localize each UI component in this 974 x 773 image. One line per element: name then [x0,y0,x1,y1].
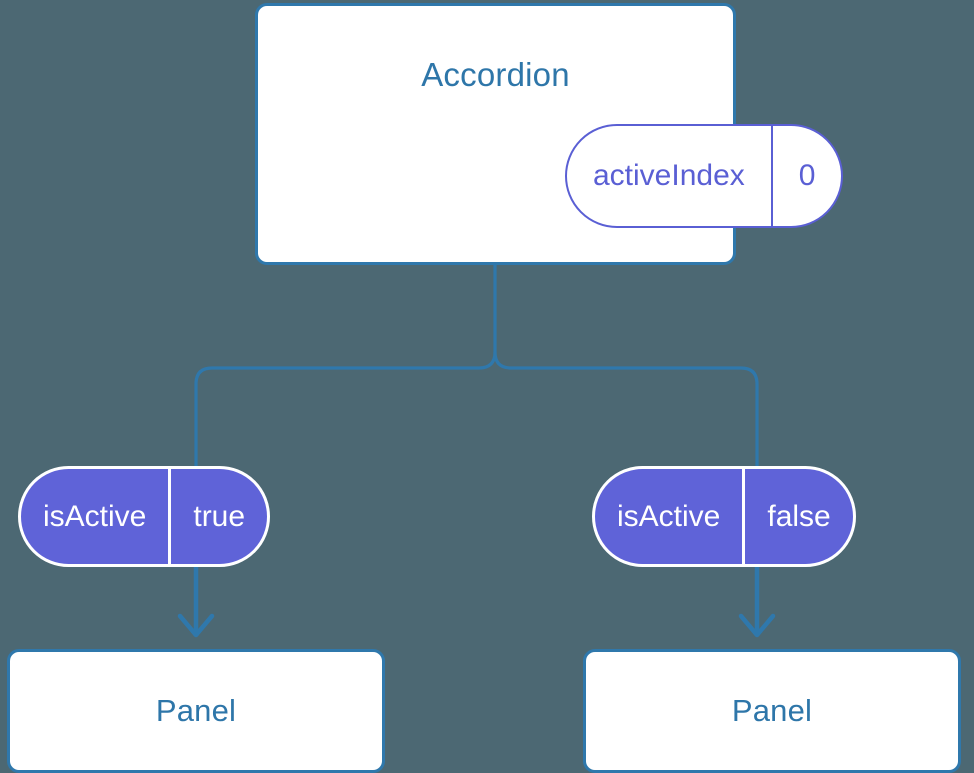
state-pill-key: activeIndex [567,126,773,226]
prop-pill-isactive-right[interactable]: isActive false [592,466,856,567]
component-card-panel-right[interactable]: Panel [583,649,961,773]
connector-tree-path [194,263,497,468]
prop-pill-value: true [193,499,246,533]
component-title-accordion: Accordion [421,56,570,93]
prop-pill-key: isActive [21,469,172,564]
prop-pill-value: false [767,499,831,533]
state-pill-activeindex[interactable]: activeIndex 0 [565,124,844,228]
component-title-panel-left: Panel [155,693,237,728]
component-title-panel-right: Panel [731,693,813,728]
component-card-panel-left[interactable]: Panel [7,649,385,773]
arrow-head-right [738,613,776,638]
arrow-head-left [177,613,215,638]
prop-pill-isactive-left[interactable]: isActive true [18,466,271,567]
connector-tree-path-right [493,350,759,468]
prop-pill-key: isActive [595,469,746,564]
state-pill-value: 0 [798,159,816,192]
component-card-accordion[interactable]: Accordion activeIndex 0 [255,3,844,265]
